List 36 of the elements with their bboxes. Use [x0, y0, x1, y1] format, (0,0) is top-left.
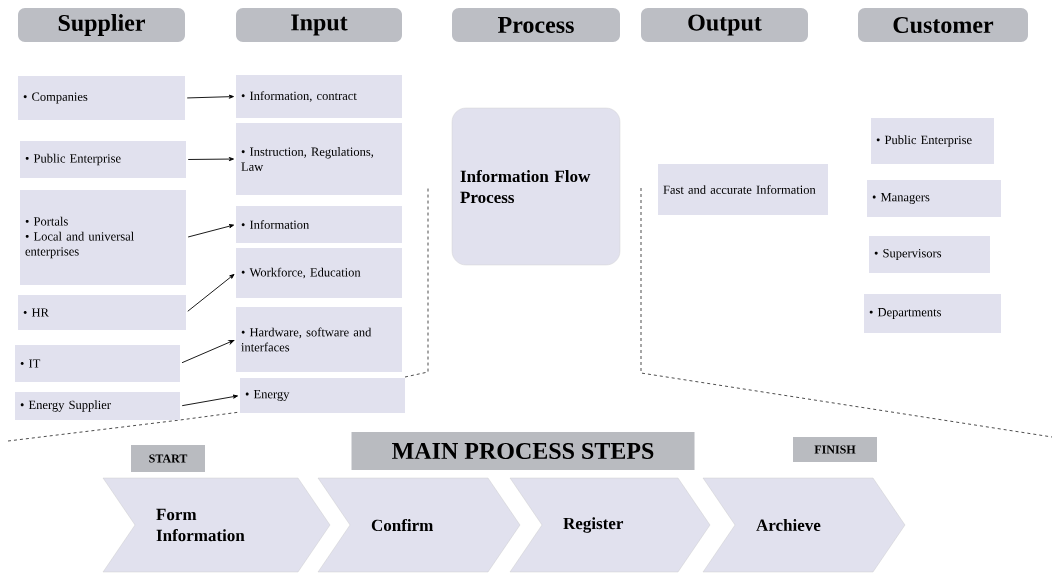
chevron-step: Archieve	[702, 477, 906, 573]
chevron-step: Register	[509, 477, 711, 573]
list-box: Fast and accurate Information	[658, 164, 828, 215]
list-box: • Companies	[18, 76, 185, 120]
chevron-step: Confirm	[317, 477, 521, 573]
list-box: • Public Enterprise	[20, 141, 186, 178]
process-box: Information Flow Process	[451, 107, 621, 266]
list-box: • Information, contract	[236, 75, 402, 118]
list-box: • Public Enterprise	[871, 118, 994, 164]
list-box: • Instruction, Regulations, Law	[236, 123, 402, 195]
list-box: • HR	[18, 295, 186, 330]
list-box: • IT	[15, 345, 180, 382]
list-box: • Departments	[864, 294, 1001, 333]
step-tag: FINISH	[793, 437, 877, 462]
column-header: Customer	[858, 8, 1028, 42]
chevron-step: Form Information	[102, 477, 331, 573]
arrow	[187, 157, 234, 162]
step-tag: START	[131, 445, 205, 472]
column-header: Output	[641, 8, 808, 42]
arrow	[187, 274, 235, 312]
column-header: Supplier	[18, 8, 185, 42]
arrow	[181, 339, 235, 364]
list-box: • Managers	[867, 180, 1001, 217]
list-box: • Workforce, Education	[236, 248, 402, 298]
arrow	[187, 224, 235, 238]
list-box: • Energy Supplier	[15, 392, 180, 420]
list-box: • Information	[236, 206, 402, 243]
column-header: Process	[452, 8, 620, 42]
list-box: • Portals • Local and universal enterprises	[20, 190, 186, 285]
title-banner: MAIN PROCESS STEPS	[351, 432, 695, 470]
column-header: Input	[236, 8, 402, 42]
arrow	[186, 94, 234, 99]
list-box: • Supervisors	[869, 236, 990, 273]
list-box: • Hardware, software and interfaces	[236, 307, 402, 372]
list-box: • Energy	[240, 378, 405, 413]
arrow	[181, 394, 238, 407]
